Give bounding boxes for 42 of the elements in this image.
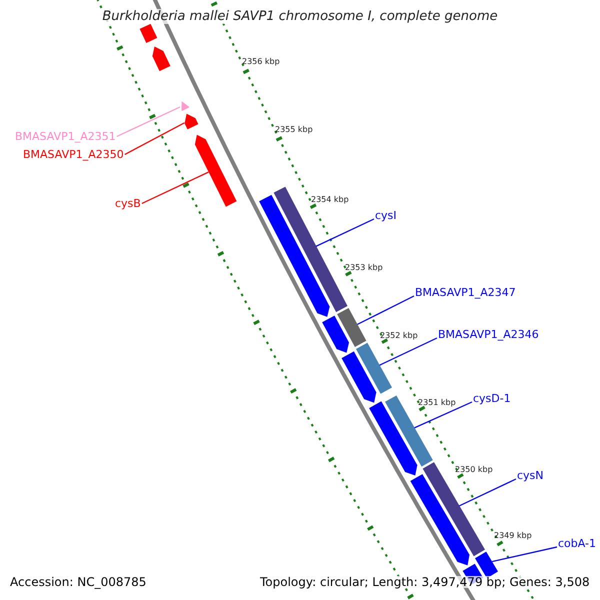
- map-title: Burkholderia mallei SAVP1 chromosome I, complete genome: [102, 9, 498, 24]
- gene-feature: [194, 134, 237, 207]
- gene-feature: [140, 24, 158, 43]
- scale-label: 2356 kbp: [242, 58, 280, 66]
- gene-feature: [369, 401, 418, 476]
- leader-line: [116, 106, 180, 138]
- gene-feature: [337, 308, 366, 347]
- gene-feature: [259, 194, 330, 317]
- gene-label: BMASAVP1_A2347: [415, 287, 516, 298]
- leader-line: [357, 295, 414, 325]
- gene-label: cysI: [375, 210, 397, 221]
- leader-line: [492, 546, 558, 562]
- scale-label: 2351 kbp: [418, 399, 456, 407]
- scale-label: 2353 kbp: [345, 264, 383, 272]
- gene-feature: [475, 552, 498, 578]
- gene-feature: [152, 46, 170, 72]
- leader-line: [414, 401, 472, 428]
- leader-line: [124, 122, 185, 156]
- footer-text: Accession: NC_008785: [10, 576, 146, 588]
- gene-label: cobA-1: [558, 538, 596, 549]
- gene-label: cysD-1: [473, 393, 511, 404]
- gene-label: cysN: [517, 470, 544, 481]
- scale-label: 2355 kbp: [275, 126, 313, 134]
- scale-label: 2352 kbp: [380, 332, 418, 340]
- gene-label: cysB: [115, 198, 141, 209]
- gene-label: BMASAVP1_A2346: [438, 329, 539, 340]
- gene-feature: [322, 316, 349, 353]
- gene-feature: [342, 351, 376, 403]
- gene-feature: [184, 114, 198, 130]
- gene-feature: [182, 101, 190, 111]
- leader-line: [316, 218, 374, 247]
- scale-label: 2354 kbp: [311, 196, 349, 204]
- leader-line: [459, 478, 516, 506]
- gene-feature: [356, 342, 392, 394]
- scale-label: 2350 kbp: [455, 466, 493, 474]
- gene-feature: [410, 474, 470, 566]
- scale-label: 2349 kbp: [494, 532, 532, 540]
- footer-text: Topology: circular; Length: 3,497,479 bp; Genes: 3,508: [260, 576, 590, 588]
- leader-line: [142, 172, 209, 204]
- gene-label: BMASAVP1_A2350: [23, 149, 124, 160]
- gene-feature: [274, 186, 348, 312]
- gene-label: BMASAVP1_A2351: [15, 131, 116, 142]
